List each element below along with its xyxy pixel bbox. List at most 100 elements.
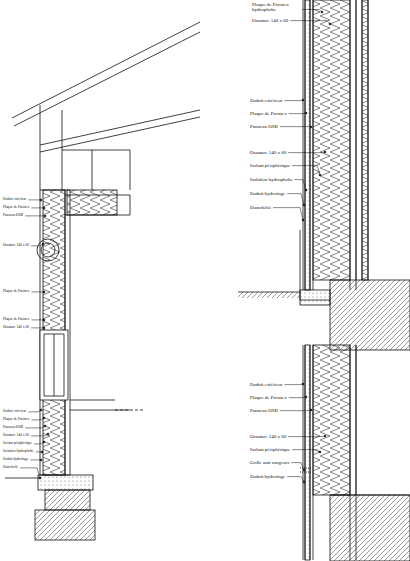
leader-dot — [310, 409, 312, 411]
leader-line — [288, 152, 325, 154]
part-label: Plaque de Pavatex — [3, 418, 29, 422]
part-label: Panneau OSB — [3, 426, 23, 430]
leader-line — [30, 459, 41, 460]
part-label: Enduit extérieur — [250, 382, 282, 387]
leader-dot — [305, 112, 307, 114]
part-label: Enduit extérieur — [3, 410, 26, 414]
part-label: Ossature 140 x 60 — [250, 150, 286, 155]
part-label: Enduit hydrofuge — [250, 191, 285, 196]
leader-dot — [42, 243, 44, 245]
leader-dot — [43, 441, 45, 443]
leader-line — [292, 450, 320, 452]
leader-dot — [321, 11, 323, 13]
leader-dot — [324, 435, 326, 437]
leader-line — [31, 418, 44, 420]
leader-line — [295, 180, 306, 190]
leader-dot — [302, 383, 304, 385]
leader-dot — [310, 126, 312, 128]
part-label: Panneau OSB — [3, 214, 23, 218]
part-label: Isolant périphérique — [250, 447, 290, 452]
leader-line — [273, 208, 303, 220]
leader-line — [302, 10, 322, 13]
part-label: Ossature 140 x 60 — [3, 434, 29, 438]
leader-dot — [303, 469, 305, 471]
part-label: Isolation hydrophobe — [250, 177, 293, 182]
part-label: Plaque de Pavatex — [3, 206, 29, 210]
leader-line — [31, 434, 48, 436]
leader-dot — [319, 174, 321, 176]
leader-dot — [40, 409, 42, 411]
leader-line — [31, 207, 44, 208]
leader-dot — [43, 319, 45, 321]
leader-dot — [305, 396, 307, 398]
leader-line — [31, 319, 44, 320]
left-section — [5, 22, 200, 540]
leader-line — [28, 199, 41, 200]
leader-line — [284, 384, 303, 386]
leader-line — [36, 451, 42, 452]
part-label: Ossature 140 x 60 — [252, 18, 288, 23]
leader-line — [28, 410, 41, 412]
leader-line — [292, 166, 320, 175]
leader-dot — [329, 23, 331, 25]
leader-dot — [43, 207, 45, 209]
leader-line — [280, 126, 311, 127]
part-label: Plaque de Pavatex — [250, 395, 287, 400]
leader-line — [31, 244, 43, 246]
leader-line — [291, 463, 304, 470]
part-label: Plaque de Pavatex hydrophobe — [252, 2, 300, 13]
leader-line — [287, 194, 304, 205]
part-label: Enduit extérieur — [3, 198, 26, 202]
leader-line — [20, 468, 40, 478]
leader-dot — [302, 99, 304, 101]
leader-dot — [43, 327, 45, 329]
leader-line — [25, 426, 45, 428]
part-label: Ossature 140 x 60 — [3, 244, 29, 248]
leader-line — [31, 291, 44, 292]
leader-dot — [319, 451, 321, 453]
leader-line — [284, 100, 303, 102]
part-label: Isolation hydrophobe — [3, 450, 34, 454]
part-label: Panneau OSB — [250, 408, 278, 413]
leader-dot — [47, 433, 49, 435]
leader-dot — [40, 199, 42, 201]
leader-dot — [39, 477, 41, 479]
part-label: Enduit extérieur — [250, 98, 282, 103]
part-label: Grille anti rongeurs — [250, 460, 289, 465]
part-label: Panneau OSB — [250, 124, 278, 129]
part-label: Etanchéité — [3, 466, 18, 470]
leader-line — [280, 410, 311, 412]
part-label: Ossature 140 x 60 — [250, 434, 286, 439]
detail-top — [238, 0, 410, 350]
part-label: Ossature 140 x 60 — [3, 326, 29, 330]
leader-line — [287, 477, 304, 482]
leader-dot — [44, 425, 46, 427]
part-label: Isolant périphérique — [3, 442, 32, 446]
leader-lines — [20, 10, 331, 484]
part-label: Etanchéité — [250, 205, 271, 210]
leader-dot — [302, 219, 304, 221]
part-label: Plaque de Pavatex — [3, 318, 29, 322]
leader-dot — [303, 204, 305, 206]
part-label: Isolant périphérique — [250, 163, 290, 168]
leader-line — [31, 327, 44, 328]
leader-line — [290, 21, 330, 24]
part-label: Plaque de Pavatex — [3, 290, 29, 294]
leader-dot — [43, 291, 45, 293]
leader-dot — [324, 151, 326, 153]
part-label: Plaque de Pavatex — [250, 111, 287, 116]
leader-line — [34, 442, 44, 444]
part-label: Enduit hydrofuge — [250, 474, 285, 479]
leader-line — [289, 113, 306, 115]
leader-dot — [305, 189, 307, 191]
leader-line — [288, 436, 325, 438]
leader-dot — [303, 481, 305, 483]
leader-line — [25, 215, 45, 216]
detail-bottom — [300, 345, 410, 561]
leader-dot — [40, 459, 42, 461]
leader-dot — [41, 451, 43, 453]
leader-line — [289, 397, 306, 399]
leader-dot — [43, 417, 45, 419]
leader-dot — [44, 215, 46, 217]
